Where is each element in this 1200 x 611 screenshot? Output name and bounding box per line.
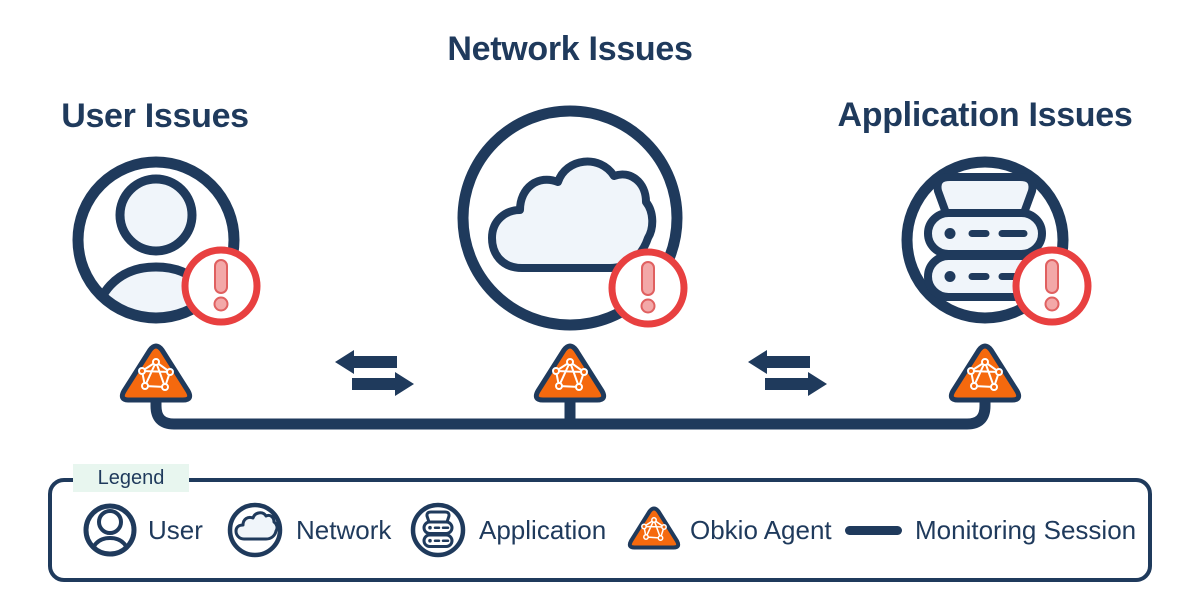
legend-item-network: Network — [296, 515, 392, 545]
user-issues-title: User Issues — [61, 97, 249, 135]
legend-item-obkio-agent: Obkio Agent — [690, 515, 832, 545]
legend-obkio-agent-icon — [627, 506, 681, 550]
legend-server-icon — [410, 502, 466, 558]
alert-icon-application — [1012, 246, 1092, 326]
legend-item-monitoring-session: Monitoring Session — [915, 515, 1137, 545]
legend-user-icon — [83, 503, 137, 557]
network-issues-title: Network Issues — [447, 30, 693, 68]
legend-cloud-icon — [227, 502, 283, 558]
legend-label: Legend — [73, 464, 189, 492]
legend-item-user: User — [148, 515, 203, 545]
obkio-agent-icon-application — [948, 343, 1022, 403]
legend-monitoring-line-icon — [845, 526, 902, 535]
legend-item-application: Application — [479, 515, 607, 545]
exchange-arrows-icon-right — [748, 350, 827, 396]
alert-icon-network — [608, 248, 688, 328]
alert-icon-user — [181, 246, 261, 326]
obkio-agent-icon-network — [533, 343, 607, 403]
exchange-arrows-icon-left — [335, 350, 414, 396]
obkio-agent-icon-user — [119, 343, 193, 403]
application-issues-title: Application Issues — [837, 96, 1133, 134]
